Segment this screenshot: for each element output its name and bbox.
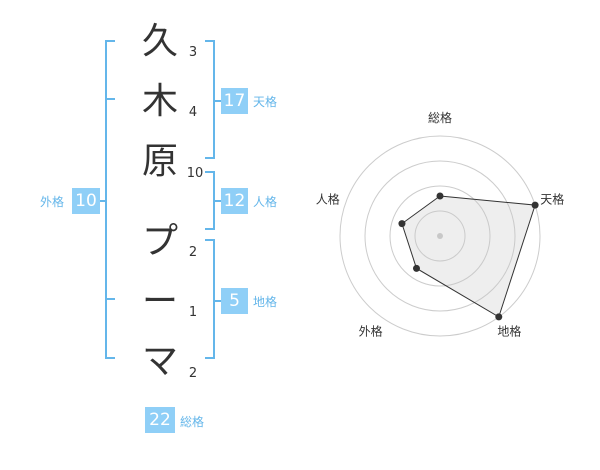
stroke-count-4: 2 — [188, 245, 198, 260]
chikaku-bracket — [205, 239, 215, 359]
radar-axis-label-5: 人格 — [316, 192, 340, 207]
name-char-6: マ — [141, 341, 178, 382]
stroke-count-3: 10 — [186, 166, 204, 181]
soukaku-label: 総格 — [180, 415, 205, 429]
radar-axis-label-2: 天格 — [540, 192, 564, 207]
jinkaku-label: 人格 — [253, 195, 278, 209]
name-char-4: プ — [141, 221, 178, 262]
chikaku-label: 地格 — [253, 295, 278, 309]
tenkaku-value: 17 — [221, 88, 248, 114]
jinkaku-value: 12 — [221, 188, 248, 214]
radar-polygon — [401, 195, 536, 318]
stroke-count-6: 2 — [188, 366, 198, 381]
tenkaku-label: 天格 — [253, 95, 278, 109]
name-char-2: 木 — [141, 81, 178, 122]
gaikaku-bracket — [105, 40, 115, 359]
radar-center-dot — [437, 233, 443, 239]
radar-point-2 — [531, 201, 539, 209]
radar-axis-label-1: 総格 — [428, 110, 452, 125]
name-char-1: 久 — [141, 21, 178, 62]
gaikaku-value: 10 — [72, 188, 100, 214]
radar-point-1 — [436, 192, 444, 200]
radar-ring-2 — [389, 185, 491, 287]
radar-axis-label-3: 地格 — [497, 323, 521, 338]
radar-ring-4 — [339, 135, 541, 337]
radar-point-4 — [412, 264, 420, 272]
radar-ring-1 — [414, 210, 466, 262]
chikaku-value: 5 — [221, 288, 248, 314]
tenkaku-bracket — [205, 40, 215, 159]
radar-ring-3 — [364, 160, 516, 312]
stroke-count-2: 4 — [188, 105, 198, 120]
gaikaku-label: 外格 — [40, 195, 65, 209]
name-char-5: ー — [141, 281, 178, 322]
stroke-count-1: 3 — [188, 45, 198, 60]
radar-axis-label-4: 外格 — [359, 323, 383, 338]
name-char-3: 原 — [141, 141, 178, 182]
radar-point-5 — [398, 220, 406, 228]
soukaku-value: 22 — [145, 407, 175, 433]
stroke-count-5: 1 — [188, 305, 198, 320]
radar-point-3 — [495, 313, 503, 321]
